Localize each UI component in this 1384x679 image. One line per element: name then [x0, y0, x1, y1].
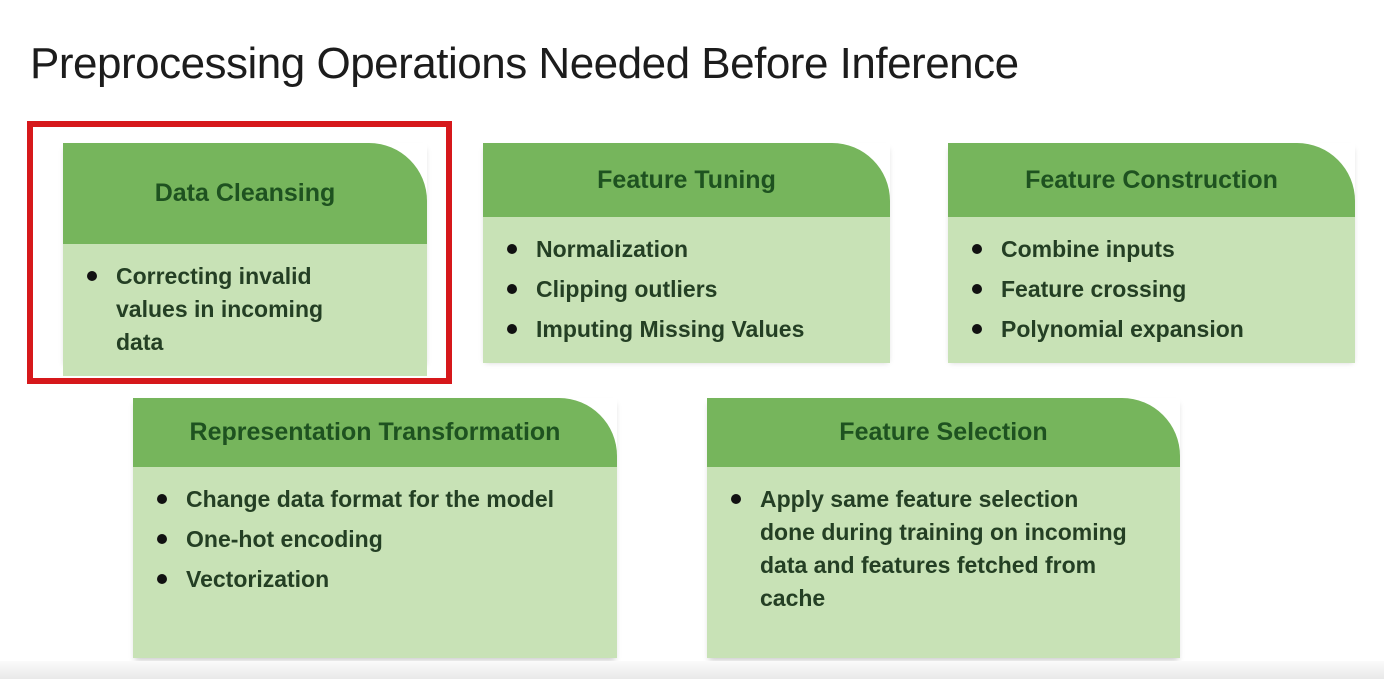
card-title: Representation Transformation	[189, 418, 561, 446]
bullet-list: Change data format for the model One-hot…	[157, 483, 597, 596]
list-item: Polynomial expansion	[972, 313, 1335, 346]
page-title: Preprocessing Operations Needed Before I…	[30, 39, 1019, 89]
bullet-dot	[157, 534, 167, 544]
card-body: Combine inputs Feature crossing Polynomi…	[948, 217, 1355, 363]
bullet-text: Correcting invalid values in incoming da…	[116, 263, 324, 355]
card-feature-selection: Feature Selection Apply same feature sel…	[707, 398, 1180, 658]
card-header: Data Cleansing	[63, 143, 427, 244]
bullet-text: Apply same feature selection done during…	[760, 486, 1127, 611]
bullet-list: Apply same feature selection done during…	[731, 483, 1160, 615]
card-body: Correcting invalid values in incoming da…	[63, 244, 427, 376]
bullet-list: Combine inputs Feature crossing Polynomi…	[972, 233, 1335, 346]
list-item: Feature crossing	[972, 273, 1335, 306]
list-item: Imputing Missing Values	[507, 313, 870, 346]
bullet-dot	[972, 284, 982, 294]
card-body: Apply same feature selection done during…	[707, 467, 1180, 658]
list-item: Apply same feature selection done during…	[731, 483, 1160, 615]
bullet-list: Correcting invalid values in incoming da…	[87, 260, 407, 359]
card-title: Feature Selection	[839, 418, 1048, 446]
bullet-list: Normalization Clipping outliers Imputing…	[507, 233, 870, 346]
bullet-dot	[972, 324, 982, 334]
highlight-box	[27, 121, 452, 384]
bullet-dot	[731, 494, 741, 504]
bullet-text: Normalization	[536, 236, 689, 262]
bullet-text: Vectorization	[186, 566, 330, 592]
bullet-text: Imputing Missing Values	[536, 316, 805, 342]
card-title: Feature Tuning	[597, 165, 776, 194]
bullet-text: Clipping outliers	[536, 276, 718, 302]
bullet-dot	[507, 284, 517, 294]
card-header: Feature Tuning	[483, 143, 890, 217]
bullet-text: Feature crossing	[1001, 276, 1187, 302]
card-header: Representation Transformation	[133, 398, 617, 467]
list-item: Clipping outliers	[507, 273, 870, 306]
bullet-dot	[507, 244, 517, 254]
card-header: Feature Construction	[948, 143, 1355, 217]
card-title: Data Cleansing	[154, 179, 336, 207]
list-item: Change data format for the model	[157, 483, 597, 516]
bottom-fade-strip	[0, 661, 1384, 679]
bullet-dot	[507, 324, 517, 334]
list-item: Normalization	[507, 233, 870, 266]
bullet-text: Polynomial expansion	[1001, 316, 1244, 342]
bullet-text: Change data format for the model	[186, 486, 555, 512]
bullet-dot	[87, 271, 97, 281]
card-feature-construction: Feature Construction Combine inputs Feat…	[948, 143, 1355, 363]
card-data-cleansing: Data Cleansing Correcting invalid values…	[63, 143, 427, 376]
card-representation-transformation: Representation Transformation Change dat…	[133, 398, 617, 658]
list-item: Vectorization	[157, 563, 597, 596]
card-body: Normalization Clipping outliers Imputing…	[483, 217, 890, 363]
card-header: Feature Selection	[707, 398, 1180, 467]
card-body: Change data format for the model One-hot…	[133, 467, 617, 658]
list-item: Correcting invalid values in incoming da…	[87, 260, 407, 359]
bullet-text: One-hot encoding	[186, 526, 383, 552]
bullet-dot	[972, 244, 982, 254]
card-feature-tuning: Feature Tuning Normalization Clipping ou…	[483, 143, 890, 363]
bullet-dot	[157, 494, 167, 504]
card-title: Feature Construction	[1025, 165, 1278, 194]
bullet-dot	[157, 574, 167, 584]
list-item: Combine inputs	[972, 233, 1335, 266]
bullet-text: Combine inputs	[1001, 236, 1175, 262]
list-item: One-hot encoding	[157, 523, 597, 556]
